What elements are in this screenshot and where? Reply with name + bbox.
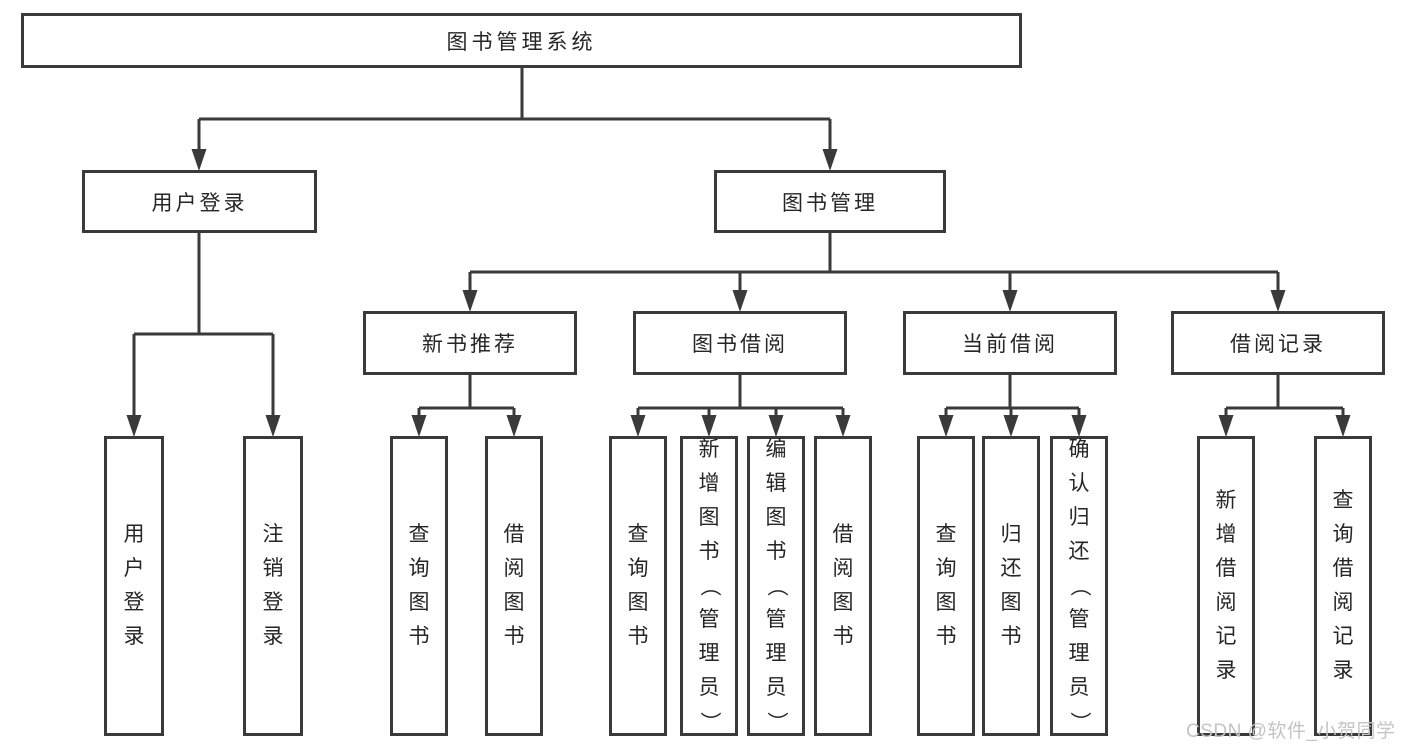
arrow-down-icon — [1071, 415, 1087, 437]
arrow-down-icon — [732, 290, 748, 312]
leaf-user-login: 用户登录 — [104, 436, 164, 736]
arrow-down-icon — [1003, 415, 1019, 437]
connector-userlogin-to-leaves — [132, 233, 275, 417]
arrow-down-icon — [768, 415, 784, 437]
watermark: CSDN @软件_小贺同学 — [1186, 721, 1396, 742]
node-borrowing-records: 借阅记录 — [1171, 311, 1385, 375]
arrow-down-icon — [938, 415, 954, 437]
node-book-management: 图书管理 — [714, 170, 946, 233]
leaf-borrow-books-recommend: 借阅图书 — [485, 436, 543, 736]
leaf-borrow-books-borrowing: 借阅图书 — [814, 436, 872, 736]
arrow-down-icon — [1270, 290, 1286, 312]
node-library-management-system: 图书管理系统 — [21, 13, 1022, 68]
arrow-down-icon — [1335, 415, 1351, 437]
arrow-down-icon — [506, 415, 522, 437]
connector-bookmgmt-to-level2 — [468, 233, 1280, 292]
arrow-down-icon — [126, 415, 142, 437]
arrow-down-icon — [701, 415, 717, 437]
leaf-return-books: 归还图书 — [982, 436, 1040, 736]
leaf-query-books-current: 查询图书 — [917, 436, 975, 736]
arrow-down-icon — [835, 415, 851, 437]
arrow-down-icon — [1002, 290, 1018, 312]
leaf-query-books-recommend: 查询图书 — [390, 436, 448, 736]
connector-newbook-to-leaves — [417, 375, 516, 417]
connector-records-to-leaves — [1224, 375, 1345, 417]
leaf-query-books-borrowing: 查询图书 — [609, 436, 667, 736]
arrow-down-icon — [411, 415, 427, 437]
arrow-down-icon — [462, 290, 478, 312]
leaf-add-borrow-record: 新增借阅记录 — [1197, 436, 1255, 736]
arrow-down-icon — [822, 149, 838, 171]
node-user-login: 用户登录 — [82, 170, 317, 233]
connector-current-to-leaves — [944, 375, 1081, 417]
node-current-borrowing: 当前借阅 — [903, 311, 1117, 375]
connector-borrowing-to-leaves — [636, 375, 845, 417]
node-book-borrowing: 图书借阅 — [633, 311, 847, 375]
leaf-confirm-return-admin: 确认归还（管理员） — [1050, 436, 1108, 736]
leaf-logout: 注销登录 — [243, 436, 303, 736]
arrow-down-icon — [630, 415, 646, 437]
leaf-edit-book-admin: 编辑图书（管理员） — [747, 436, 805, 736]
arrowheads — [126, 149, 1351, 437]
connector-root-to-level1 — [197, 68, 832, 151]
arrow-down-icon — [191, 149, 207, 171]
leaf-query-borrow-record: 查询借阅记录 — [1314, 436, 1372, 736]
node-new-book-recommendation: 新书推荐 — [363, 311, 577, 375]
arrow-down-icon — [1218, 415, 1234, 437]
leaf-add-book-admin: 新增图书（管理员） — [680, 436, 738, 736]
arrow-down-icon — [265, 415, 281, 437]
